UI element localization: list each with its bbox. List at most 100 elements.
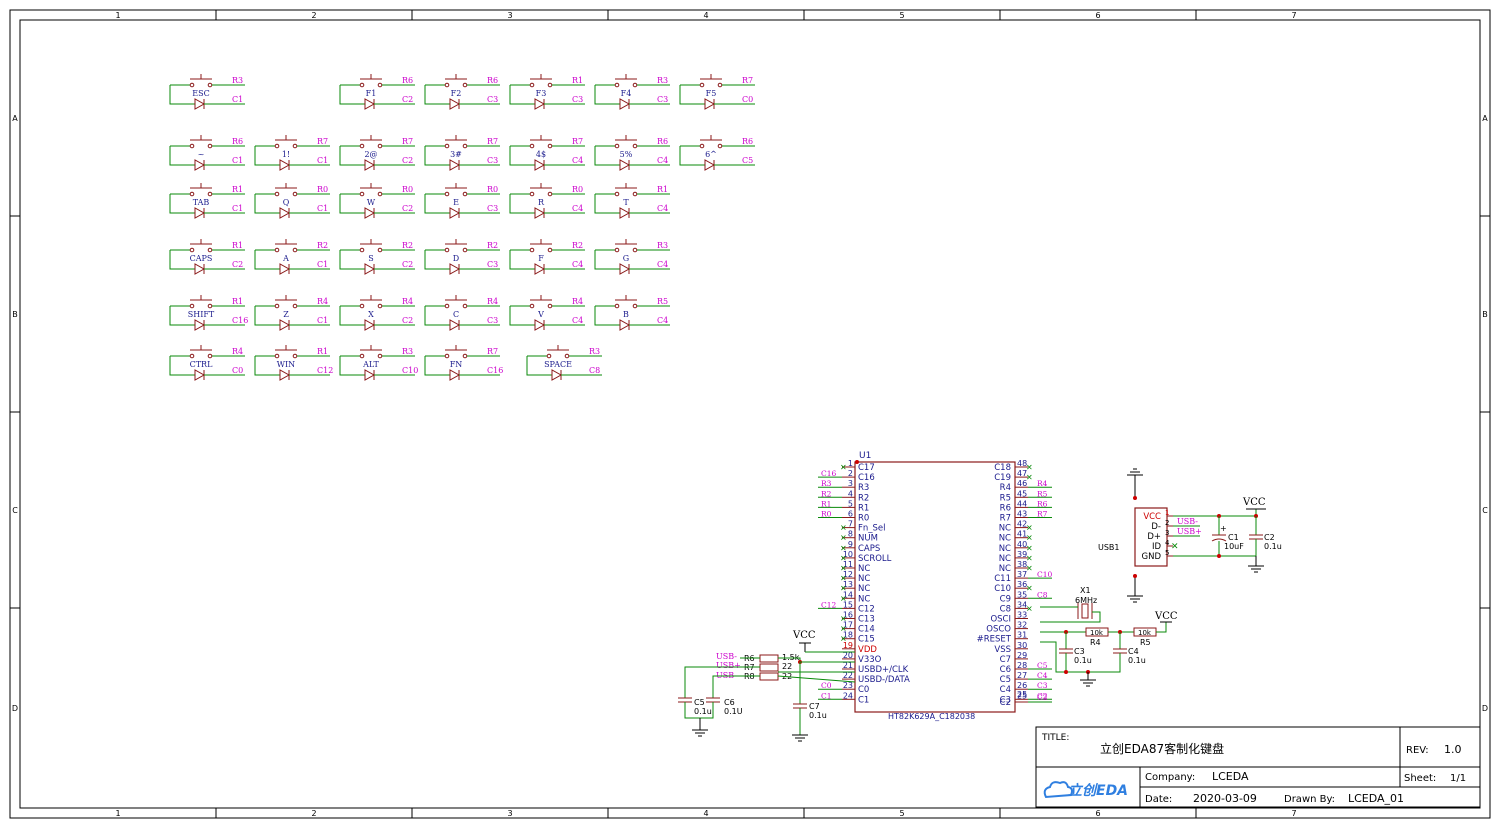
- ic-pin-name: NC: [858, 574, 870, 584]
- diode-triangle: [364, 159, 376, 171]
- ic-net-label: C4: [1037, 671, 1048, 680]
- switch-contact-b: [377, 82, 383, 88]
- no-connect-icon: ✕: [840, 574, 847, 583]
- switch-contact-b: [717, 143, 723, 149]
- c5-ref: C5: [694, 698, 705, 707]
- ic-pin-name: OSCO: [986, 625, 1011, 635]
- logo-text: 立创EDA: [1068, 782, 1128, 799]
- row-net-label: R3: [232, 76, 243, 85]
- osco-wire: [1040, 611, 1101, 623]
- switch-contact-a: [529, 143, 535, 149]
- r7-body: [759, 663, 779, 672]
- col-net-label: C2: [402, 260, 413, 269]
- ic-pin-number: 22: [843, 671, 853, 680]
- ic-pin-number: 34: [1017, 600, 1027, 609]
- ic-net-label: C5: [1037, 661, 1048, 670]
- key-name-label: R: [538, 198, 545, 207]
- ic-net-label: R5: [1037, 489, 1048, 498]
- ic-pin-number: 28: [1017, 661, 1027, 670]
- cloud-icon: [1043, 781, 1073, 799]
- diode-triangle: [194, 263, 206, 275]
- diode-wire-left: [509, 194, 535, 214]
- row-net-label: R2: [487, 241, 498, 250]
- switch-contact-b: [377, 143, 383, 149]
- switch-contact-b: [632, 143, 638, 149]
- diode-triangle: [449, 369, 461, 381]
- diode-wire-left: [424, 250, 450, 270]
- switch-contact-b: [377, 303, 383, 309]
- ic-pin-number: 40: [1017, 540, 1027, 549]
- switch-contact-b: [632, 82, 638, 88]
- key-name-label: 2@: [364, 150, 377, 159]
- diode-triangle: [279, 159, 291, 171]
- key-name-label: CAPS: [190, 254, 213, 263]
- ic-pin-name: C9: [1000, 594, 1011, 604]
- c1-plate-b: [1211, 538, 1227, 542]
- key-name-label: SPACE: [544, 360, 572, 369]
- col-net-label: C8: [589, 366, 600, 375]
- ic-pin-number: 11: [843, 560, 853, 569]
- key-name-label: V: [537, 310, 544, 319]
- diode-wire-left: [424, 194, 450, 214]
- sheet-label: Sheet:: [1404, 773, 1436, 784]
- switch-contact-b: [377, 353, 383, 359]
- ic-net-label: R3: [821, 479, 832, 488]
- row-net-label: R7: [487, 347, 498, 356]
- key-name-label: SHIFT: [188, 310, 215, 319]
- switch-contact-b: [632, 303, 638, 309]
- usb-shell-bottom: [1133, 574, 1137, 578]
- ic-pin-number: 16: [843, 611, 853, 620]
- ic-pin-name: R5: [1000, 493, 1011, 503]
- key-name-label: T: [623, 198, 629, 207]
- diode-triangle: [619, 159, 631, 171]
- no-connect-icon: ✕: [1026, 534, 1033, 543]
- switch-contact-b: [547, 143, 553, 149]
- switch-contact-b: [564, 353, 570, 359]
- ic-pin-number: 8: [848, 530, 853, 539]
- diode-triangle: [534, 98, 546, 110]
- row-net-label: R7: [572, 137, 583, 146]
- switch-contact-b: [377, 191, 383, 197]
- usb-pin-number: 1: [1165, 509, 1169, 517]
- c7-ref: C7: [809, 702, 820, 711]
- row-net-label: R1: [232, 185, 243, 194]
- junction-c1-bot: [1217, 554, 1221, 558]
- sheet-value: 1/1: [1450, 773, 1466, 784]
- ic-pin-name: USBD+/CLK: [858, 665, 909, 675]
- ic-pin-number: 38: [1017, 560, 1027, 569]
- col-net-label: C4: [657, 204, 668, 213]
- diode-triangle: [194, 319, 206, 331]
- switch-contact-a: [614, 303, 620, 309]
- row-net-label: R7: [402, 137, 413, 146]
- switch-contact-b: [462, 82, 468, 88]
- frame-col-top-1: 1: [115, 11, 120, 20]
- r5-value: 10k: [1138, 629, 1152, 637]
- no-connect-icon: ✕: [840, 564, 847, 573]
- diode-triangle: [364, 263, 376, 275]
- row-net-label: R6: [657, 137, 668, 146]
- ic-net-label: R0: [821, 510, 832, 519]
- c7-value: 0.1u: [809, 711, 827, 720]
- switch-contact-b: [207, 303, 213, 309]
- switch-contact-a: [444, 303, 450, 309]
- key-name-label: A: [282, 254, 289, 263]
- diode-wire-left: [679, 146, 705, 166]
- row-net-label: R6: [402, 76, 413, 85]
- switch-contact-a: [189, 303, 195, 309]
- diode-wire-left: [169, 356, 195, 376]
- frame-row-right-C: C: [1482, 506, 1488, 515]
- ic-net-label: C10: [1037, 570, 1053, 579]
- ic-pin-name: C17: [858, 463, 875, 473]
- ic-pin-name: SCROLL: [858, 554, 892, 564]
- row-net-label: R0: [317, 185, 328, 194]
- switch-contact-a: [274, 191, 280, 197]
